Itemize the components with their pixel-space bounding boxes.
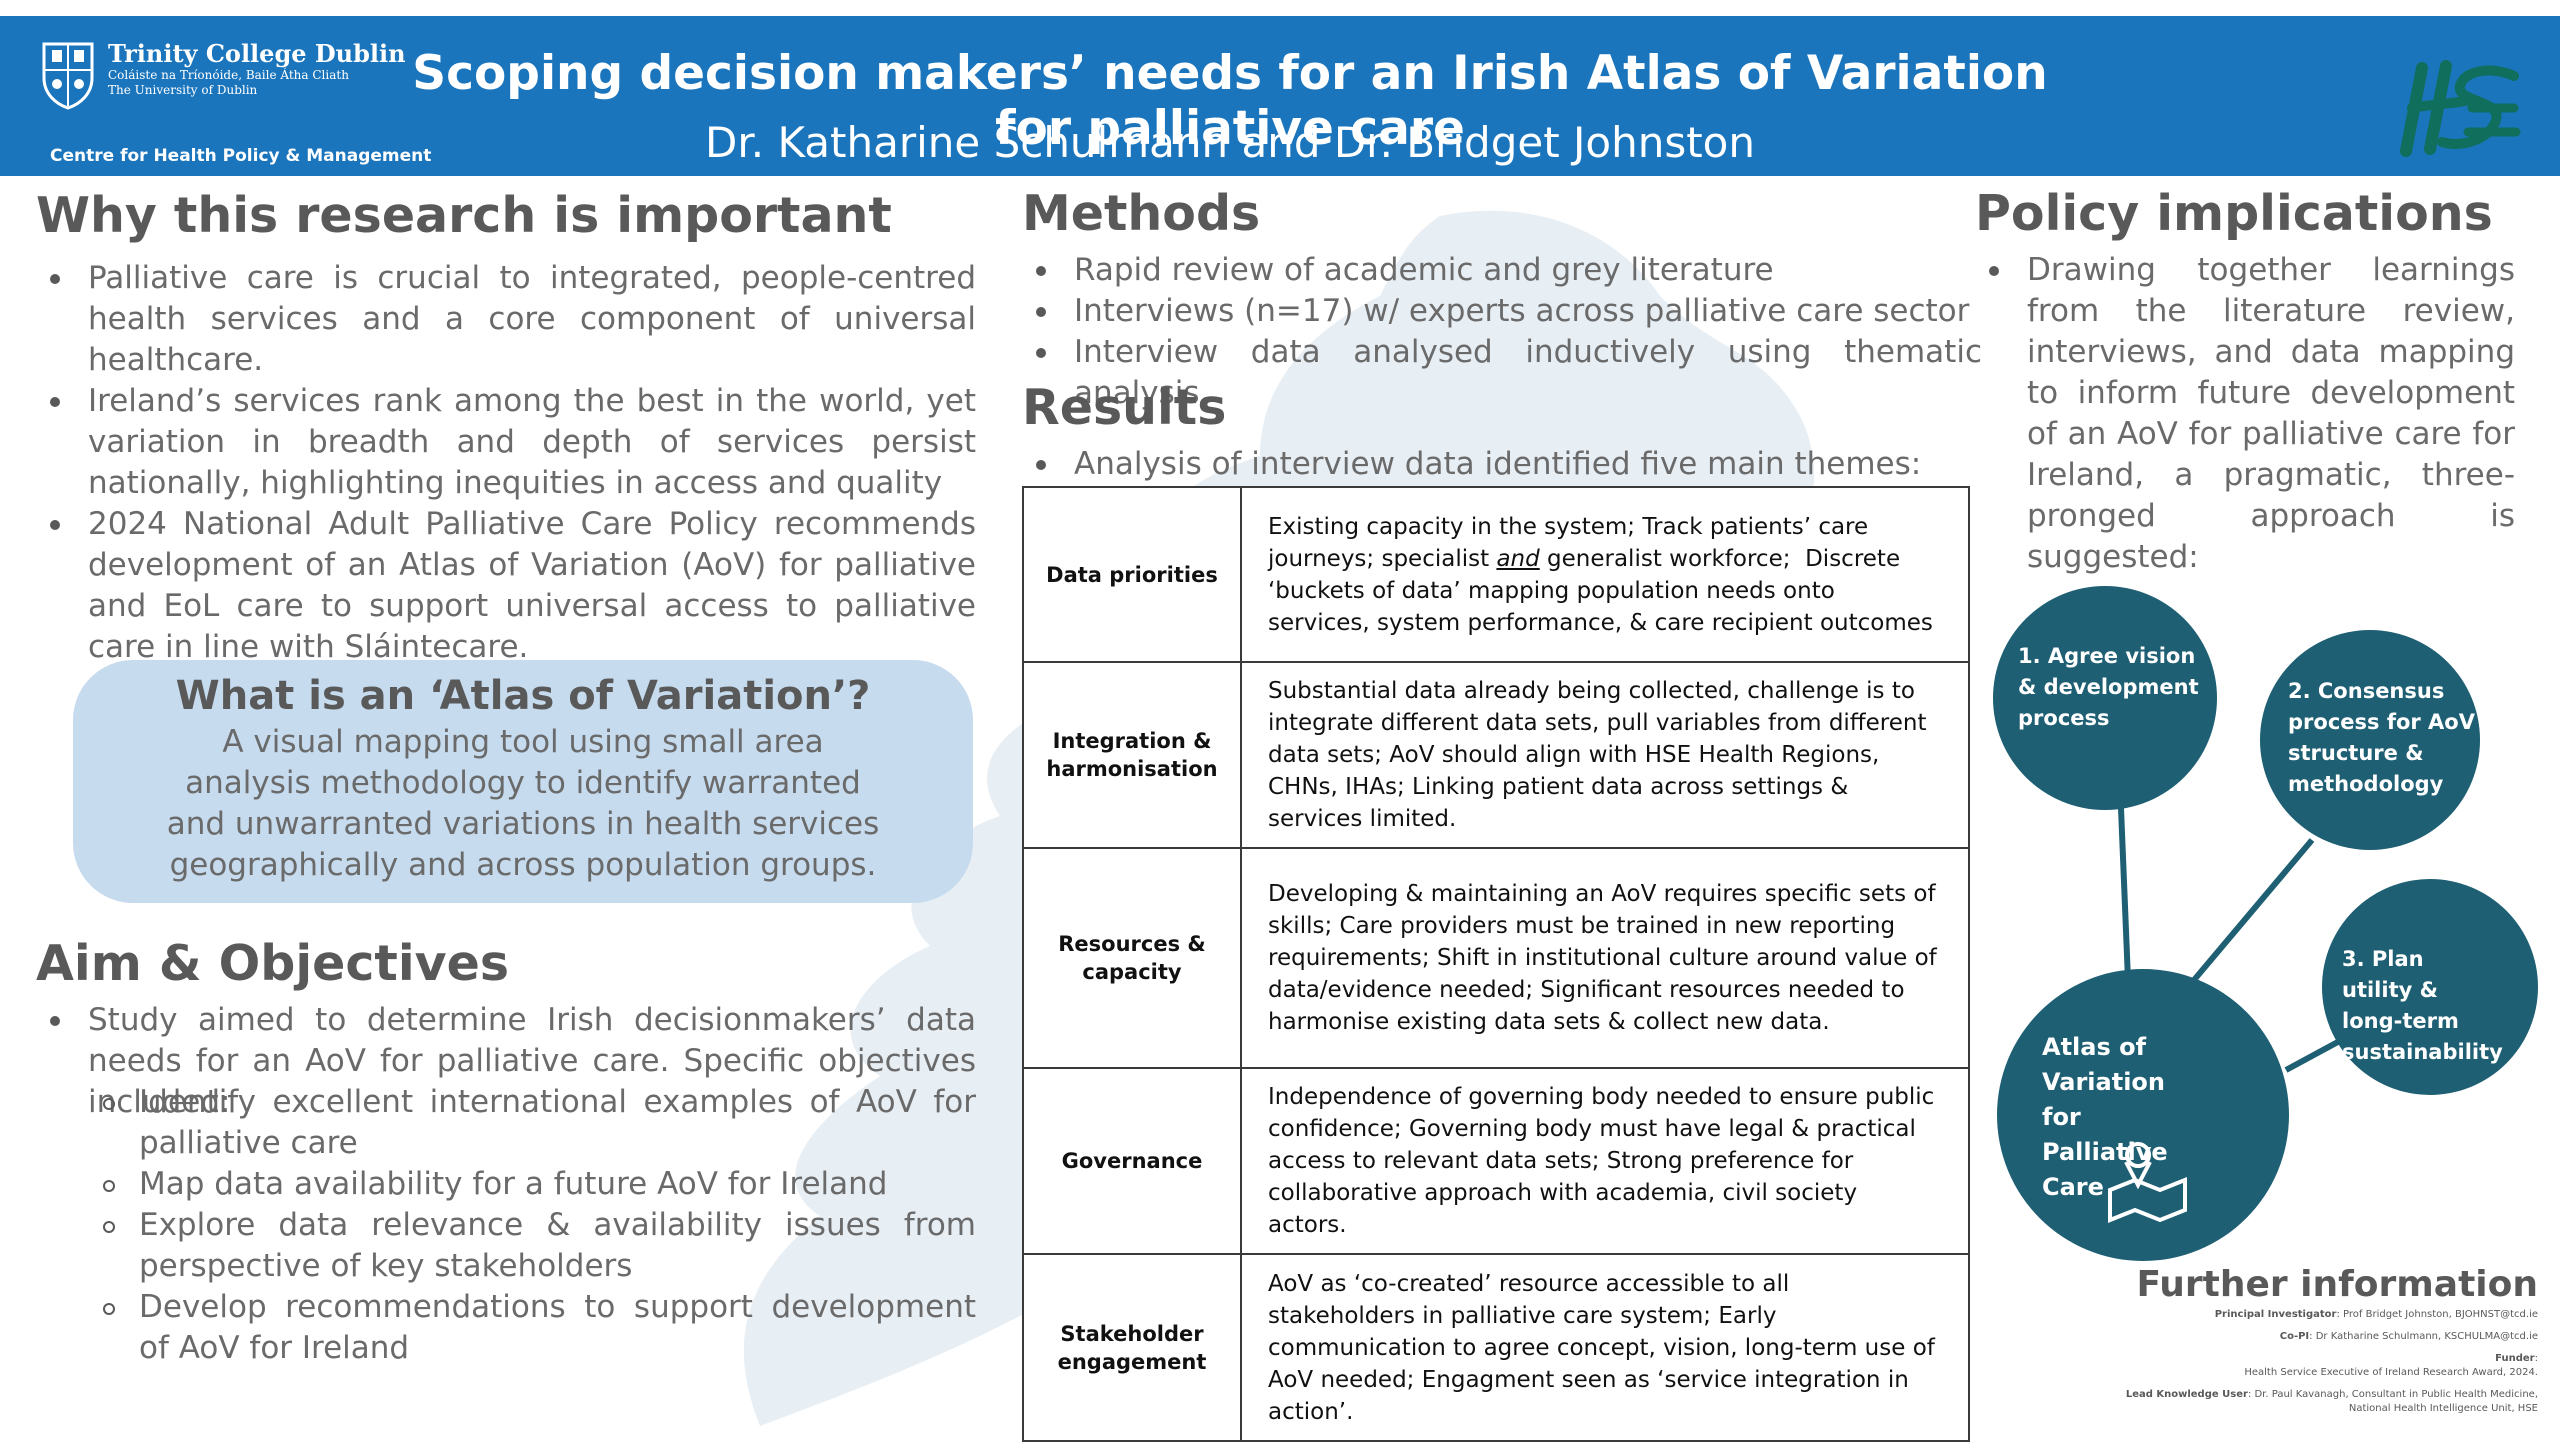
step-1-text: 1. Agree vision: [2018, 644, 2195, 668]
map-pin-icon: [2108, 1142, 2187, 1223]
table-row: Integration & harmonisation Substantial …: [1022, 661, 1970, 849]
step-3-label: 3. Plan utility & long-term sustainability: [2342, 947, 2503, 1064]
step-1-label: 1. Agree vision & development process: [2018, 644, 2203, 730]
list-item: Develop recommendations to support devel…: [36, 1287, 976, 1369]
step-2-text: 2. Consensus: [2288, 679, 2444, 703]
further-line: Principal Investigator: Prof Bridget Joh…: [2100, 1308, 2538, 1322]
list-item: Ireland’s services rank among the best i…: [36, 381, 976, 504]
methods-list: Rapid review of academic and grey litera…: [1022, 250, 1982, 414]
further-value: : Dr Katharine Schulmann, KSCHULMA@tcd.i…: [2309, 1331, 2538, 1342]
center-label-text: Atlas of: [2042, 1033, 2147, 1061]
further-label: Principal Investigator: [2214, 1309, 2337, 1320]
list-item: Interview data analysed inductively usin…: [1022, 332, 1982, 414]
theme-description: Existing capacity in the system; Track p…: [1240, 486, 1970, 663]
theme-description: Independence of governing body needed to…: [1240, 1067, 1970, 1255]
university-name: Trinity College Dublin: [108, 39, 406, 68]
step-3-circle: [2322, 879, 2538, 1095]
atlas-definition-title: What is an ‘Atlas of Variation’?: [175, 673, 871, 719]
list-item: 2024 National Adult Palliative Care Poli…: [36, 504, 976, 668]
aims-title: Aim & Objectives: [36, 935, 509, 992]
policy-list: Drawing together learnings from the lite…: [1975, 250, 2515, 578]
theme-cell: Stakeholder engagement: [1022, 1253, 1242, 1442]
step-3-text: 3. Plan: [2342, 947, 2424, 971]
table-row: Stakeholder engagement AoV as ‘co-create…: [1022, 1253, 1970, 1442]
step-1-text: & development: [2018, 675, 2199, 699]
step-1-circle: [1993, 586, 2217, 810]
further-information: Further information Principal Investigat…: [2100, 1262, 2538, 1416]
why-title: Why this research is important: [36, 187, 892, 244]
list-item: Interviews (n=17) w/ experts across pall…: [1022, 291, 1982, 332]
step-3-text: sustainability: [2342, 1040, 2503, 1064]
further-label: Lead Knowledge User: [2125, 1389, 2248, 1400]
header-banner: Trinity College Dublin Coláiste na Tríon…: [0, 16, 2560, 176]
atlas-definition-box: What is an ‘Atlas of Variation’? A visua…: [73, 660, 973, 903]
hse-logo-icon: [2400, 60, 2521, 157]
theme-description: Developing & maintaining an AoV requires…: [1240, 847, 1970, 1069]
list-item: Identify excellent international example…: [36, 1082, 976, 1164]
further-title: Further information: [2136, 1264, 2538, 1305]
poster-title: Scoping decision makers’ needs for an Ir…: [412, 46, 2048, 156]
center-label-text: Care: [2042, 1173, 2104, 1201]
policy-diagram: 1. Agree vision & development process 2. …: [1993, 586, 2538, 1261]
list-item: Drawing together learnings from the lite…: [1975, 250, 2515, 578]
further-value: : Prof Bridget Johnston, BJOHNST@tcd.ie: [2336, 1309, 2538, 1320]
theme-description: Substantial data already being collected…: [1240, 661, 1970, 849]
further-label: Co-PI: [2279, 1331, 2310, 1342]
step-1-text: process: [2018, 706, 2110, 730]
list-item: Palliative care is crucial to integrated…: [36, 258, 976, 381]
further-line: Health Service Executive of Ireland Rese…: [2244, 1367, 2538, 1378]
further-line: Funder:: [2100, 1352, 2538, 1366]
results-intro-list: Analysis of interview data identified fi…: [1022, 444, 1982, 485]
themes-table: Data priorities Existing capacity in the…: [1022, 486, 1970, 1442]
results-title: Results: [1022, 379, 1227, 436]
tcd-logo: Trinity College Dublin Coláiste na Tríon…: [40, 40, 406, 110]
center-circle: [1997, 969, 2289, 1261]
center-label-text: for: [2042, 1103, 2081, 1131]
atlas-definition-text: A visual mapping tool using small area a…: [166, 724, 880, 883]
center-label-text: Variation: [2042, 1068, 2165, 1096]
methods-title: Methods: [1022, 185, 1261, 242]
objectives-list: Identify excellent international example…: [36, 1082, 976, 1369]
table-row: Resources & capacity Developing & mainta…: [1022, 847, 1970, 1069]
list-item: Explore data relevance & availability is…: [36, 1205, 976, 1287]
theme-cell: Data priorities: [1022, 486, 1242, 663]
step-3-text: utility &: [2342, 978, 2438, 1002]
list-item: Rapid review of academic and grey litera…: [1022, 250, 1982, 291]
table-row: Governance Independence of governing bod…: [1022, 1067, 1970, 1255]
further-line: National Health Intelligence Unit, HSE: [2348, 1403, 2538, 1414]
table-row: Data priorities Existing capacity in the…: [1022, 486, 1970, 663]
tcd-crest-icon: [42, 42, 94, 110]
further-value: : Dr. Paul Kavanagh, Consultant in Publi…: [2247, 1389, 2538, 1400]
step-2-text: process for AoV: [2288, 710, 2476, 734]
poster-authors: Dr. Katharine Schulmann and Dr. Bridget …: [705, 118, 1755, 167]
list-item: Map data availability for a future AoV f…: [36, 1164, 976, 1205]
theme-cell: Governance: [1022, 1067, 1242, 1255]
step-3-text: long-term: [2342, 1009, 2459, 1033]
theme-cell: Resources & capacity: [1022, 847, 1242, 1069]
university-irish-name: Coláiste na Tríonóide, Baile Átha Cliath: [108, 68, 349, 82]
centre-name: Centre for Health Policy & Management: [50, 146, 432, 166]
further-line: Lead Knowledge User: Dr. Paul Kavanagh, …: [2100, 1388, 2538, 1402]
step-2-text: methodology: [2288, 772, 2444, 796]
further-line: Co-PI: Dr Katharine Schulmann, KSCHULMA@…: [2100, 1330, 2538, 1344]
list-item: Analysis of interview data identified fi…: [1022, 444, 1982, 485]
why-list: Palliative care is crucial to integrated…: [36, 258, 976, 668]
step-2-label: 2. Consensus process for AoV structure & m…: [2288, 679, 2476, 796]
theme-cell: Integration & harmonisation: [1022, 661, 1242, 849]
theme-description: AoV as ‘co-created’ resource accessible …: [1240, 1253, 1970, 1442]
step-2-circle: [2260, 630, 2480, 850]
policy-title: Policy implications: [1975, 185, 2493, 242]
university-subtitle: The University of Dublin: [108, 83, 258, 97]
further-value: :: [2534, 1353, 2538, 1364]
further-label: Funder: [2495, 1353, 2535, 1364]
step-2-text: structure &: [2288, 741, 2424, 765]
